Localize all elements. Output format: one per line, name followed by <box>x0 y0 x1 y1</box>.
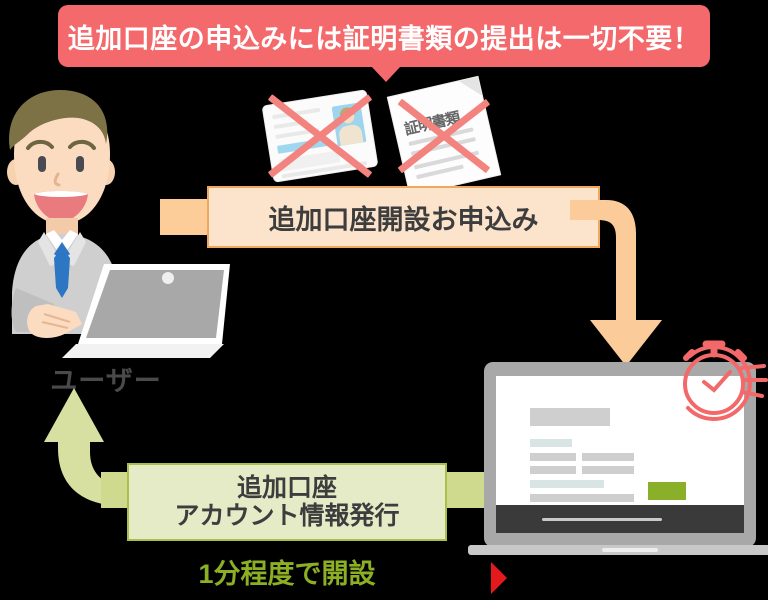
top-callout-banner: 追加口座の申込みには証明書類の提出は一切不要！ <box>58 5 710 67</box>
cross-out-icon <box>397 86 491 186</box>
cross-out-icon <box>267 94 373 178</box>
stopwatch-icon <box>683 340 768 421</box>
arrow-bottom-marker-icon <box>491 562 507 594</box>
system-laptop <box>468 362 768 572</box>
laptop-lid <box>484 362 756 547</box>
id-card-icon <box>262 90 378 182</box>
issue-banner: 追加口座 アカウント情報発行 <box>127 463 447 541</box>
issue-banner-line2: アカウント情報発行 <box>174 502 400 530</box>
user-avatar-illustration <box>7 90 230 358</box>
request-banner-text: 追加口座開設お申込み <box>268 204 539 235</box>
arrow-issue-up-icon <box>44 388 180 506</box>
laptop-base-notch <box>602 548 658 552</box>
issue-caption: 1分程度で開設 <box>198 559 376 589</box>
callout-tail <box>371 66 401 82</box>
screen-submit-button <box>648 482 686 500</box>
laptop-dock-line <box>542 518 662 521</box>
top-callout-text: 追加口座の申込みには証明書類の提出は一切不要！ <box>67 23 701 54</box>
request-banner: 追加口座開設お申込み <box>207 186 600 248</box>
issue-banner-line1: 追加口座 <box>236 474 337 502</box>
user-label: ユーザー <box>50 366 162 396</box>
certificate-icon: 証明書類 <box>387 76 501 196</box>
arrow-request-down-icon <box>570 200 662 366</box>
